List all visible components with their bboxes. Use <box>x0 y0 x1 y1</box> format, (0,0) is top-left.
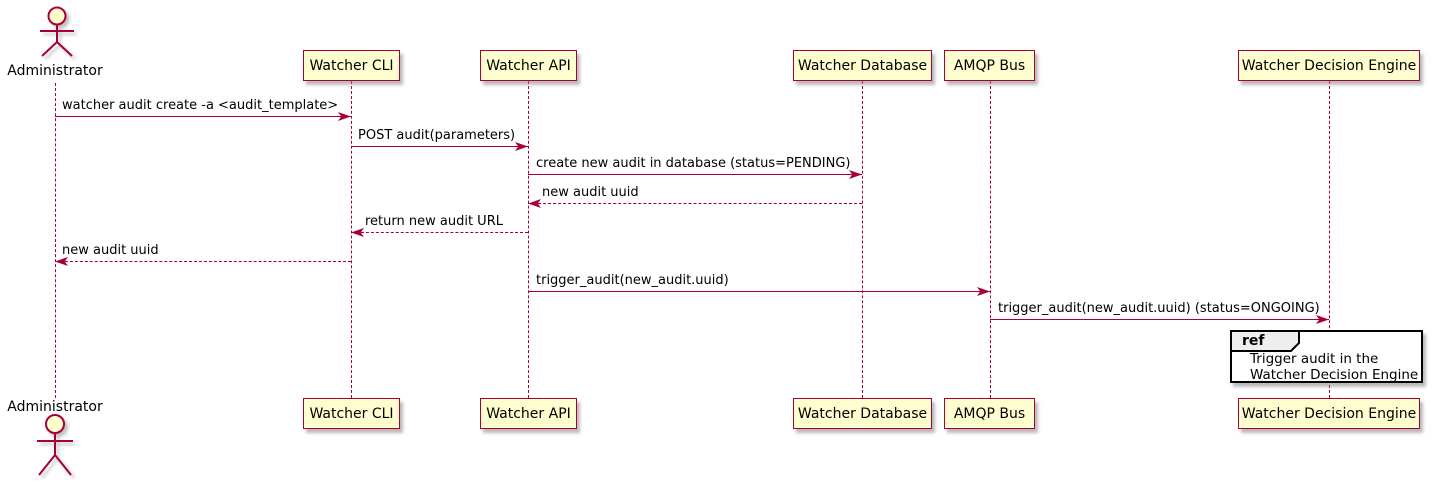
ref-text-line-1: Trigger audit in the <box>1250 351 1379 367</box>
message-3-label: create new audit in database (status=PEN… <box>536 156 851 171</box>
ref-text: Trigger audit in the Watcher Decision En… <box>1250 351 1419 383</box>
participant-amqp-bus-top: AMQP Bus <box>944 50 1035 81</box>
arrowhead-right-icon <box>515 142 528 151</box>
arrowhead-left-icon <box>528 199 541 208</box>
ref-keyword: ref <box>1242 333 1265 349</box>
lifeline-watcher-api <box>528 81 529 398</box>
lifeline-amqp-bus <box>990 81 991 398</box>
message-5-label: return new audit URL <box>365 214 503 229</box>
message-6-label: new audit uuid <box>62 243 159 258</box>
message-8: trigger_audit(new_audit.uuid) (status=ON… <box>990 299 1329 324</box>
participant-watcher-cli-top: Watcher CLI <box>303 50 400 81</box>
message-4-label: new audit uuid <box>542 185 639 200</box>
arrowhead-right-icon <box>338 112 351 121</box>
arrowhead-right-icon <box>1316 315 1329 324</box>
message-7: trigger_audit(new_audit.uuid) <box>528 271 990 296</box>
message-6: new audit uuid <box>55 241 351 266</box>
arrowhead-right-icon <box>849 170 862 179</box>
administrator-actor-icon <box>40 6 74 57</box>
message-4: new audit uuid <box>528 183 862 208</box>
message-2: POST audit(parameters) <box>351 126 528 151</box>
lifeline-administrator <box>55 83 56 398</box>
message-3: create new audit in database (status=PEN… <box>528 154 862 179</box>
participant-watcher-cli-bottom: Watcher CLI <box>303 398 400 429</box>
actor-label-administrator-bottom: Administrator <box>7 399 103 415</box>
arrowhead-right-icon <box>977 287 990 296</box>
participant-watcher-api-top: Watcher API <box>480 50 577 81</box>
participant-watcher-decision-engine-bottom: Watcher Decision Engine <box>1238 398 1420 429</box>
lifeline-watcher-cli <box>351 81 352 398</box>
message-1-label: watcher audit create -a <audit_template> <box>62 98 339 113</box>
actor-label-administrator-top: Administrator <box>7 63 103 79</box>
participant-watcher-database-top: Watcher Database <box>793 50 932 81</box>
participant-watcher-api-bottom: Watcher API <box>480 398 577 429</box>
arrowhead-left-icon <box>351 228 364 237</box>
lifeline-watcher-decision-engine <box>1329 81 1330 398</box>
message-5: return new audit URL <box>351 212 528 237</box>
ref-fragment: ref Trigger audit in the Watcher Decisio… <box>1230 330 1423 383</box>
message-1: watcher audit create -a <audit_template> <box>55 96 351 121</box>
participant-amqp-bus-bottom: AMQP Bus <box>944 398 1035 429</box>
participant-watcher-decision-engine-top: Watcher Decision Engine <box>1238 50 1420 81</box>
ref-text-line-2: Watcher Decision Engine <box>1250 366 1419 383</box>
message-8-label: trigger_audit(new_audit.uuid) (status=ON… <box>998 301 1320 316</box>
message-2-label: POST audit(parameters) <box>358 128 516 143</box>
message-7-label: trigger_audit(new_audit.uuid) <box>536 273 729 288</box>
ref-tab-pentagon-icon <box>1230 330 1300 352</box>
lifeline-watcher-database <box>862 81 863 398</box>
arrowhead-left-icon <box>55 257 68 266</box>
participant-watcher-database-bottom: Watcher Database <box>793 398 932 429</box>
administrator-actor-icon-bottom <box>37 414 73 476</box>
